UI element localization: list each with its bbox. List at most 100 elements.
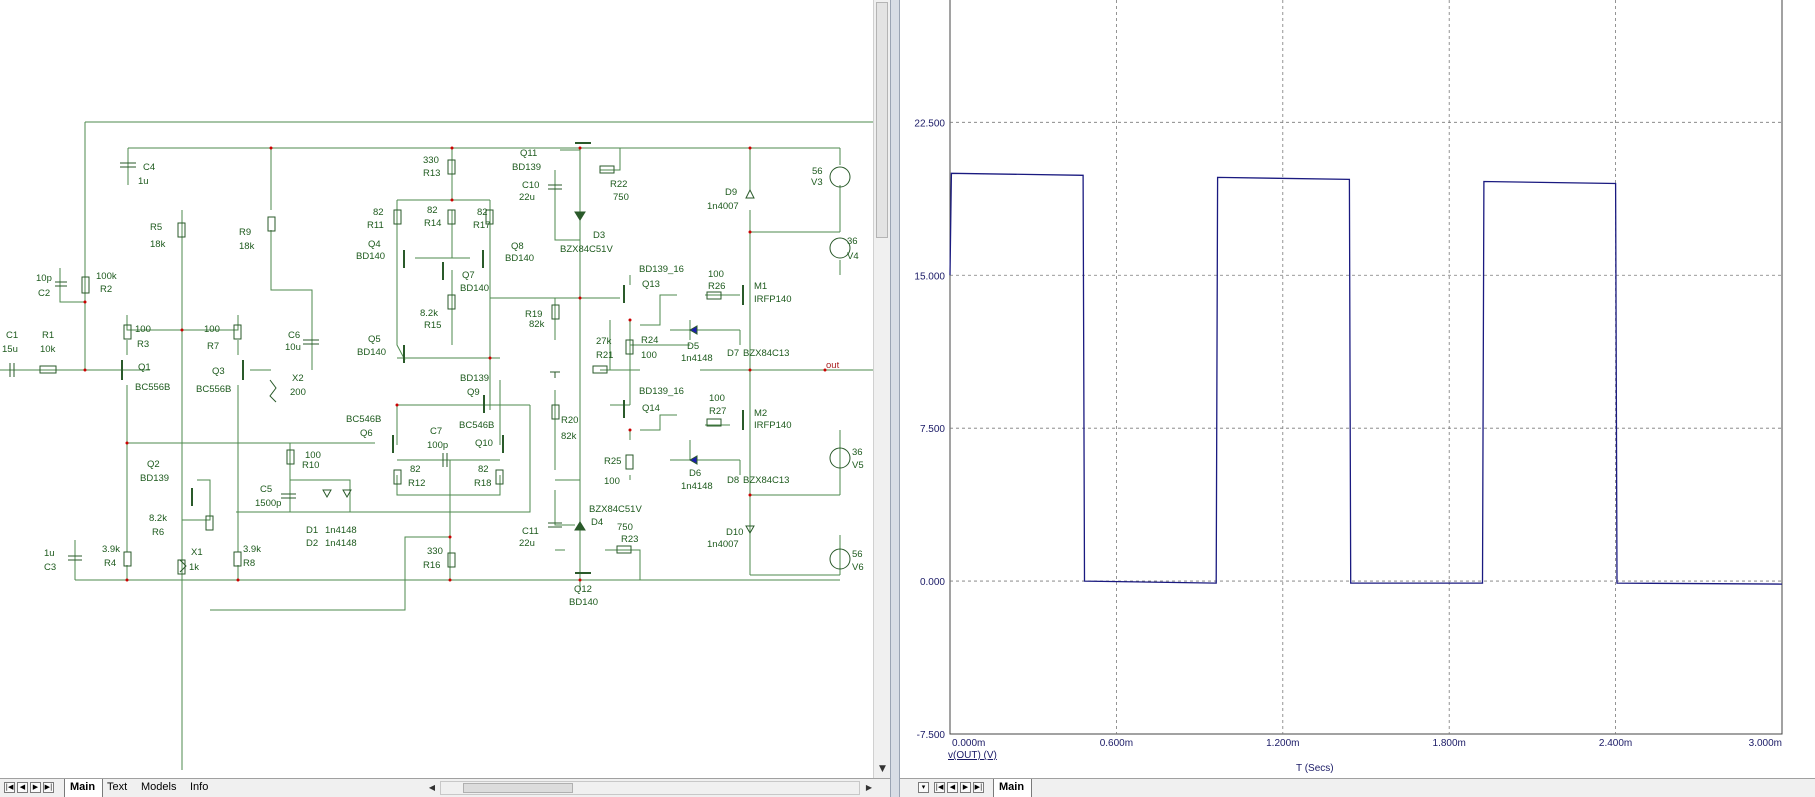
- label-R22-value: 750: [613, 192, 629, 203]
- scroll-left-arrow-icon[interactable]: ◀: [428, 783, 436, 792]
- label-R22: R22: [610, 179, 627, 190]
- label-C1-value: 15u: [2, 344, 18, 355]
- label-X2-value: 200: [290, 387, 306, 398]
- label-Q9: Q9: [467, 387, 480, 398]
- label-D6-type: 1n4148: [681, 481, 713, 492]
- graph-menu-dropdown-icon[interactable]: ▾: [918, 782, 929, 793]
- prev-page-icon[interactable]: ◀: [17, 782, 28, 793]
- label-R21: R21: [596, 350, 613, 361]
- label-Q13-type: BD139_16: [639, 264, 684, 275]
- label-R20-value: 82k: [561, 431, 577, 442]
- label-R14: R14: [424, 218, 441, 229]
- label-C4-value: 1u: [138, 176, 149, 187]
- next-page-icon[interactable]: ▶: [960, 782, 971, 793]
- next-page-icon[interactable]: ▶: [30, 782, 41, 793]
- label-V4-value: 36: [847, 236, 858, 247]
- label-R12-value: 82: [410, 464, 421, 475]
- label-R14-value: 82: [427, 205, 438, 216]
- label-Q6: Q6: [360, 428, 373, 439]
- last-page-icon[interactable]: ▶|: [973, 782, 984, 793]
- label-Q1: Q1: [138, 362, 151, 373]
- scrollbar-thumb[interactable]: [876, 2, 888, 238]
- tab-info[interactable]: Info: [190, 781, 209, 793]
- label-R25: R25: [604, 456, 621, 467]
- label-V3: V3: [811, 177, 823, 188]
- schematic-horizontal-scrollbar[interactable]: [440, 781, 860, 795]
- label-R17-value: 82: [477, 207, 488, 218]
- label-D3: D3: [593, 230, 605, 241]
- label-V3-value: 56: [812, 166, 823, 177]
- pane-splitter[interactable]: [890, 0, 900, 797]
- label-M1: M1: [754, 281, 767, 292]
- label-Q6-type: BC546B: [346, 414, 381, 425]
- label-R27: R27: [709, 406, 726, 417]
- nodes: [83, 146, 827, 582]
- label-C5: C5: [260, 484, 272, 495]
- label-D3-type: BZX84C51V: [560, 244, 613, 255]
- label-R6: R6: [152, 527, 164, 538]
- label-V4: V4: [847, 251, 859, 262]
- label-Q5-type: BD140: [357, 347, 386, 358]
- tab-text[interactable]: Text: [107, 781, 128, 793]
- label-R7-value: 100: [204, 324, 220, 335]
- graph-tab-main[interactable]: Main: [993, 779, 1033, 797]
- label-Q4: Q4: [368, 239, 381, 250]
- tab-models[interactable]: Models: [141, 781, 177, 793]
- label-Q7: Q7: [462, 270, 475, 281]
- label-R2-value: 100k: [96, 271, 117, 282]
- label-Q5: Q5: [368, 334, 381, 345]
- label-R23-value: 750: [617, 522, 633, 533]
- label-R3-value: 100: [135, 324, 151, 335]
- label-C7-value: 100p: [427, 440, 448, 451]
- scroll-right-arrow-icon[interactable]: ▶: [865, 783, 873, 792]
- label-Q3-type: BC556B: [196, 384, 231, 395]
- horizontal-scrollbar-thumb[interactable]: [463, 783, 573, 793]
- label-C10: C10: [522, 180, 539, 191]
- label-Q14: Q14: [642, 403, 660, 414]
- label-D10-type: 1n4007: [707, 539, 739, 550]
- label-Q14-type: BD139_16: [639, 386, 684, 397]
- label-R9: R9: [239, 227, 251, 238]
- label-Q11-type: BD139: [512, 162, 541, 173]
- schematic-editor[interactable]: C1 15u R1 10k 10p C2 100k R2 C4 1u R5 18…: [0, 0, 873, 778]
- label-M1-type: IRFP140: [754, 294, 792, 305]
- label-V6-value: 56: [852, 549, 863, 560]
- wires: [0, 121, 873, 770]
- label-R5-value: 18k: [150, 239, 166, 250]
- label-R13-value: 330: [423, 155, 439, 166]
- first-page-icon[interactable]: |◀: [4, 782, 15, 793]
- label-D7: D7: [727, 348, 739, 359]
- label-Q12-type: BD140: [569, 597, 598, 608]
- schematic-vertical-scrollbar[interactable]: ▼: [873, 0, 891, 778]
- label-Q3: Q3: [212, 366, 225, 377]
- last-page-icon[interactable]: ▶|: [43, 782, 54, 793]
- x-tick-label: 1.800m: [1433, 738, 1466, 749]
- label-R18-value: 82: [478, 464, 489, 475]
- label-R19: R19: [525, 309, 542, 320]
- label-R17: R17: [473, 220, 490, 231]
- label-Q2: Q2: [147, 459, 160, 470]
- first-page-icon[interactable]: |◀: [934, 782, 945, 793]
- y-tick-label: 0.000: [920, 577, 945, 588]
- scroll-down-arrow-icon[interactable]: ▼: [879, 764, 886, 774]
- label-D1: D1: [306, 525, 318, 536]
- x-tick-label: 0.000m: [952, 738, 985, 749]
- label-C1: C1: [6, 330, 18, 341]
- label-Q2-type: BD139: [140, 473, 169, 484]
- x-axis-label: T (Secs): [1296, 763, 1334, 774]
- label-X1-value: 1k: [189, 562, 199, 573]
- trace-legend-label[interactable]: v(OUT) (V): [948, 750, 997, 761]
- label-D5-type: 1n4148: [681, 353, 713, 364]
- label-C11-value: 22u: [519, 538, 535, 549]
- circuit-schematic[interactable]: C1 15u R1 10k 10p C2 100k R2 C4 1u R5 18…: [0, 0, 873, 778]
- label-D2-type: 1n4148: [325, 538, 357, 549]
- label-R16-value: 330: [427, 546, 443, 557]
- trace-vout-line: [949, 172, 1783, 585]
- prev-page-icon[interactable]: ◀: [947, 782, 958, 793]
- tab-main[interactable]: Main: [64, 779, 104, 797]
- y-tick-label: 15.000: [914, 271, 945, 282]
- label-V5-value: 36: [852, 447, 863, 458]
- label-D4: D4: [591, 517, 603, 528]
